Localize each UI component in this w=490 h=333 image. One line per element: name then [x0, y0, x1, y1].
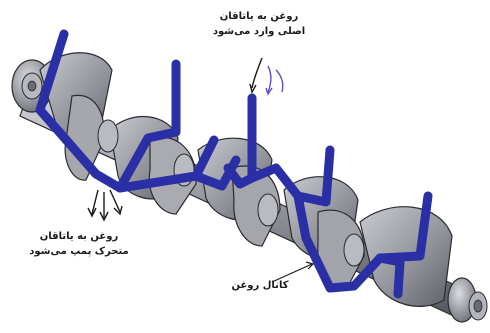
oil-inlet-arrows	[250, 58, 283, 94]
oil-canal-label-text: کانال روغن	[210, 279, 310, 294]
oil-canal-label: کانال روغن	[210, 279, 310, 294]
rod-bearing-label-line1: روغن به یاتاقان	[20, 230, 138, 245]
rod-bearing-label: روغن به یاتاقان متحرک پمپ می‌شود	[20, 230, 138, 259]
main-bearing-label-line2: اصلی وارد می‌شود	[200, 25, 318, 40]
main-bearing-label: روغن به یاتاقان اصلی وارد می‌شود	[200, 10, 318, 39]
rod-bearing-label-line2: متحرک پمپ می‌شود	[20, 245, 138, 260]
oil-rod-arrows	[88, 190, 122, 220]
rear-flange	[448, 278, 487, 322]
main-bearing-label-line1: روغن به یاتاقان	[200, 10, 318, 25]
